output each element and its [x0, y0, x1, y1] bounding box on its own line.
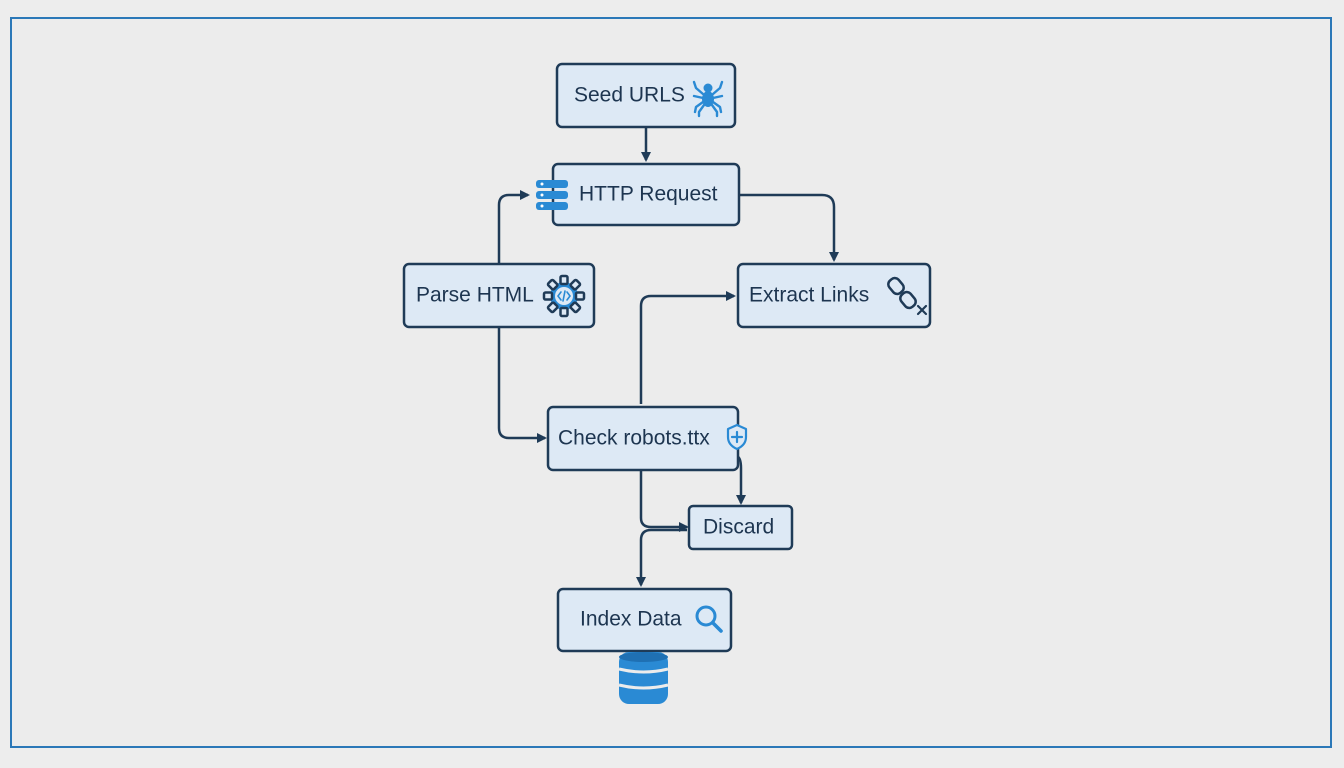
node-parse-html-label: Parse HTML — [416, 284, 534, 307]
node-seed-urls[interactable]: Seed URLS — [555, 62, 737, 129]
node-discard-label: Discard — [703, 516, 774, 539]
code-gear-icon — [542, 274, 586, 318]
node-http-request-label: HTTP Request — [579, 183, 718, 206]
node-extract-links[interactable]: Extract Links — [736, 262, 932, 329]
edge-extract-to-robots — [639, 291, 736, 404]
edge-robots-branch-discard — [639, 471, 689, 532]
edge-parse-to-robots — [497, 328, 547, 443]
node-seed-urls-label: Seed URLS — [574, 84, 685, 107]
edge-discard-to-index — [636, 528, 687, 587]
shield-icon — [726, 423, 748, 451]
edge-http-to-extract — [738, 193, 839, 262]
node-check-robots-label: Check robots.ttx — [558, 427, 710, 450]
database-icon — [536, 180, 568, 210]
node-index-data[interactable]: Index Data — [556, 587, 733, 653]
node-discard[interactable]: Discard — [687, 504, 794, 551]
node-index-data-label: Index Data — [580, 608, 682, 631]
node-http-request[interactable]: HTTP Request — [551, 162, 741, 227]
magnifier-icon — [695, 605, 723, 633]
broken-link-icon — [887, 276, 928, 316]
node-check-robots[interactable]: Check robots.ttx — [546, 405, 748, 472]
spider-icon — [692, 80, 724, 118]
node-extract-links-label: Extract Links — [749, 284, 869, 307]
node-parse-html[interactable]: Parse HTML — [402, 262, 596, 329]
edge-parse-to-http — [497, 190, 530, 264]
storage-database-icon — [618, 652, 669, 704]
